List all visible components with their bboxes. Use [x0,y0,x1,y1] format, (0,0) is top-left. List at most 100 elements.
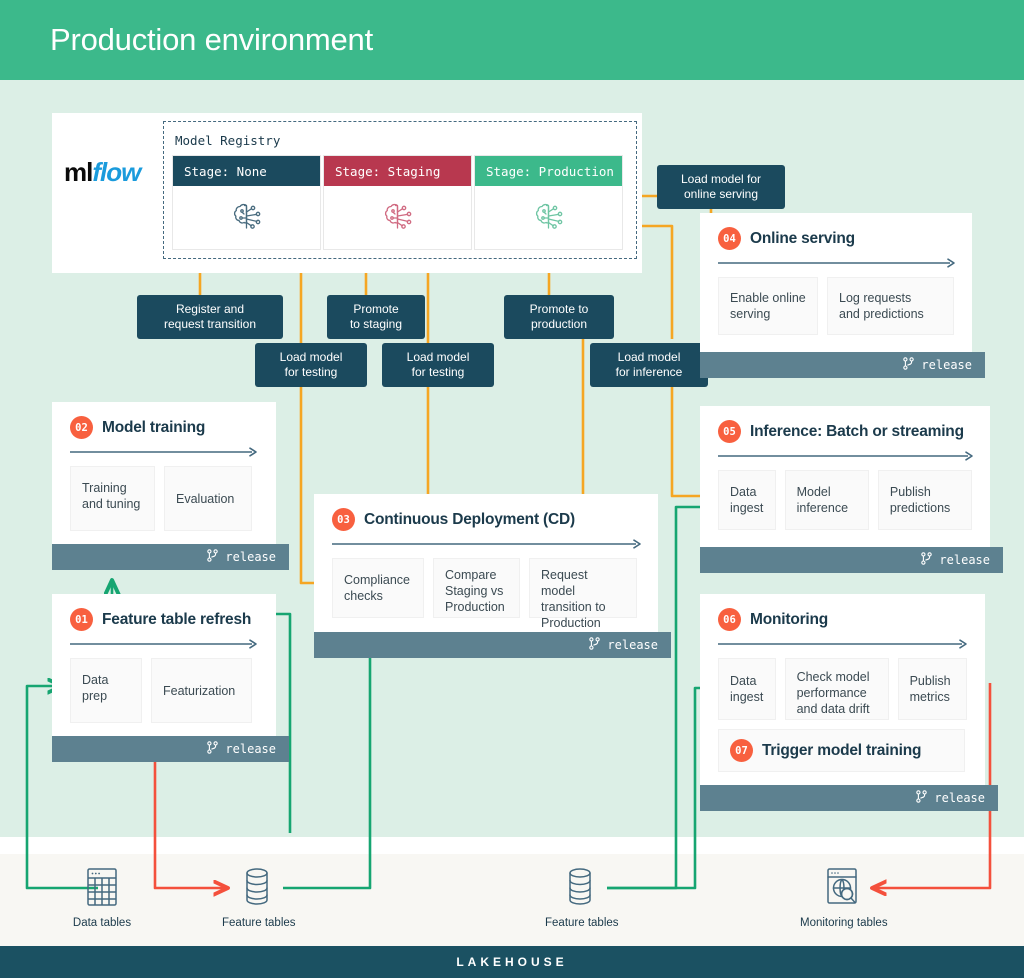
step-line-3: Production [445,600,505,614]
progress-arrow [332,538,641,550]
callout-register-and-request-transition[interactable]: Register and request transition [137,295,283,339]
workflow-title: Online serving [750,229,855,247]
workflow-number-badge: 02 [70,416,93,439]
callout-load-model-for-inference[interactable]: Load model for inference [590,343,708,387]
step-line-1: Request model [541,568,588,598]
brain-circuit-icon [173,186,320,248]
callout-load-model-for-testing-1[interactable]: Load model for testing [255,343,367,387]
brain-circuit-icon [475,186,622,248]
step-line-1: Data [730,674,757,688]
workflow-step[interactable]: Check model performance and data drift [784,658,889,720]
callout-line-1: Promote to [529,302,589,316]
stage-production-header: Stage: Production [475,156,622,186]
callout-load-model-for-online-serving[interactable]: Load model for online serving [657,165,785,209]
step-line-1: Check model [796,670,870,684]
callout-line-1: Promote [353,302,399,316]
workflow-card-feature-table-refresh[interactable]: 01 Feature table refresh Data prep Featu… [52,594,289,762]
progress-arrow [718,257,955,269]
workflow-step[interactable]: Publish metrics [897,658,967,720]
lakehouse-item-data-tables[interactable]: Data tables [68,866,136,929]
release-bar: release [314,632,671,658]
lakehouse-item-feature-tables-1[interactable]: Feature tables [222,866,296,929]
lakehouse-item-feature-tables-2[interactable]: Feature tables [545,866,619,929]
workflow-card-model-training[interactable]: 02 Model training Training and tuning Ev… [52,402,289,570]
git-branch-icon [207,549,219,565]
stage-card-staging[interactable]: Stage: Staging [323,155,472,250]
workflow-step[interactable]: Publish predictions [877,470,972,530]
workflow-title: Feature table refresh [102,610,252,628]
step-line-1: Data [730,485,757,499]
stage-card-production[interactable]: Stage: Production [474,155,623,250]
release-label: release [607,638,658,652]
stage-none-header: Stage: None [173,156,320,186]
git-branch-icon [921,552,933,568]
workflow-number-badge: 06 [718,608,741,631]
lakehouse-item-monitoring-tables[interactable]: Monitoring tables [800,866,888,929]
workflow-step[interactable]: Enable online serving [718,277,818,335]
callout-line-2: to staging [349,317,403,331]
step-line-1: Enable online [730,291,806,305]
workflow-card-inference[interactable]: 05 Inference: Batch or streaming Data in… [700,406,1003,573]
monitoring-dashboard-icon [822,868,864,912]
workflow-step[interactable]: Featurization [151,658,252,723]
mlflow-logo-flow: flow [92,157,141,187]
release-label: release [921,358,972,372]
workflow-step[interactable]: Data ingest [718,470,776,530]
step-line-1: Evaluation [176,491,235,506]
lakehouse-label: LAKEHOUSE [456,955,568,969]
step-line-1: Publish [889,485,931,499]
header-bar [0,0,1024,80]
database-icon [237,868,277,912]
workflow-step[interactable]: Data ingest [718,658,776,720]
step-line-2: inference [796,501,849,515]
callout-promote-to-staging[interactable]: Promote to staging [327,295,425,339]
workflow-card-monitoring[interactable]: 06 Monitoring Data ingest Check model pe… [700,594,998,811]
workflow-title: Inference: Batch or streaming [750,422,964,440]
step-line-2: ingest [730,690,764,704]
workflow-step[interactable]: Data prep [70,658,142,723]
lakehouse-bar [0,946,1024,978]
release-bar: release [700,547,1003,573]
callout-load-model-for-testing-2[interactable]: Load model for testing [382,343,494,387]
workflow-title: Trigger model training [762,741,922,759]
workflow-step[interactable]: Request model transition to Production [529,558,637,630]
model-registry-title: Model Registry [175,133,281,148]
step-line-2: prep [82,689,108,703]
workflow-step[interactable]: Log requests and predictions [827,277,954,335]
workflow-card-continuous-deployment[interactable]: 03 Continuous Deployment (CD) Compliance… [314,494,671,658]
release-label: release [934,791,985,805]
workflow-step[interactable]: Compare Staging vs Production [433,558,520,618]
workflow-subcard-trigger-model-training[interactable]: 07 Trigger model training [718,729,965,772]
workflow-step[interactable]: Training and tuning [70,466,155,531]
git-branch-icon [207,741,219,757]
step-line-2: metrics [909,690,950,704]
table-icon [82,868,122,912]
mlflow-logo-ml: ml [64,157,93,187]
workflow-step[interactable]: Model inference [784,470,869,530]
git-branch-icon [589,637,601,653]
workflow-number-badge: 04 [718,227,741,250]
step-line-1: Publish [909,674,951,688]
release-bar: release [52,544,289,570]
stage-card-none[interactable]: Stage: None [172,155,321,250]
stage-staging-header: Stage: Staging [324,156,471,186]
step-line-1: Model [796,485,831,499]
workflow-number-badge: 03 [332,508,355,531]
step-line-2: transition to [541,600,606,614]
workflow-card-online-serving[interactable]: 04 Online serving Enable online serving … [700,213,985,378]
workflow-title: Monitoring [750,610,829,628]
callout-promote-to-production[interactable]: Promote to production [504,295,614,339]
step-line-2: performance [796,686,867,700]
workflow-step[interactable]: Evaluation [164,466,252,531]
lakehouse-item-label: Monitoring tables [800,917,888,929]
brain-circuit-icon [324,186,471,248]
lakehouse-item-label: Feature tables [222,917,296,929]
mlflow-logo: mlflow [64,157,141,188]
workflow-step[interactable]: Compliance checks [332,558,424,618]
step-line-3: Production [541,616,601,630]
release-label: release [939,553,990,567]
git-branch-icon [916,790,928,806]
callout-line-1: Load model [617,350,681,364]
progress-arrow [718,638,967,650]
model-registry-dashed-border [163,121,637,259]
